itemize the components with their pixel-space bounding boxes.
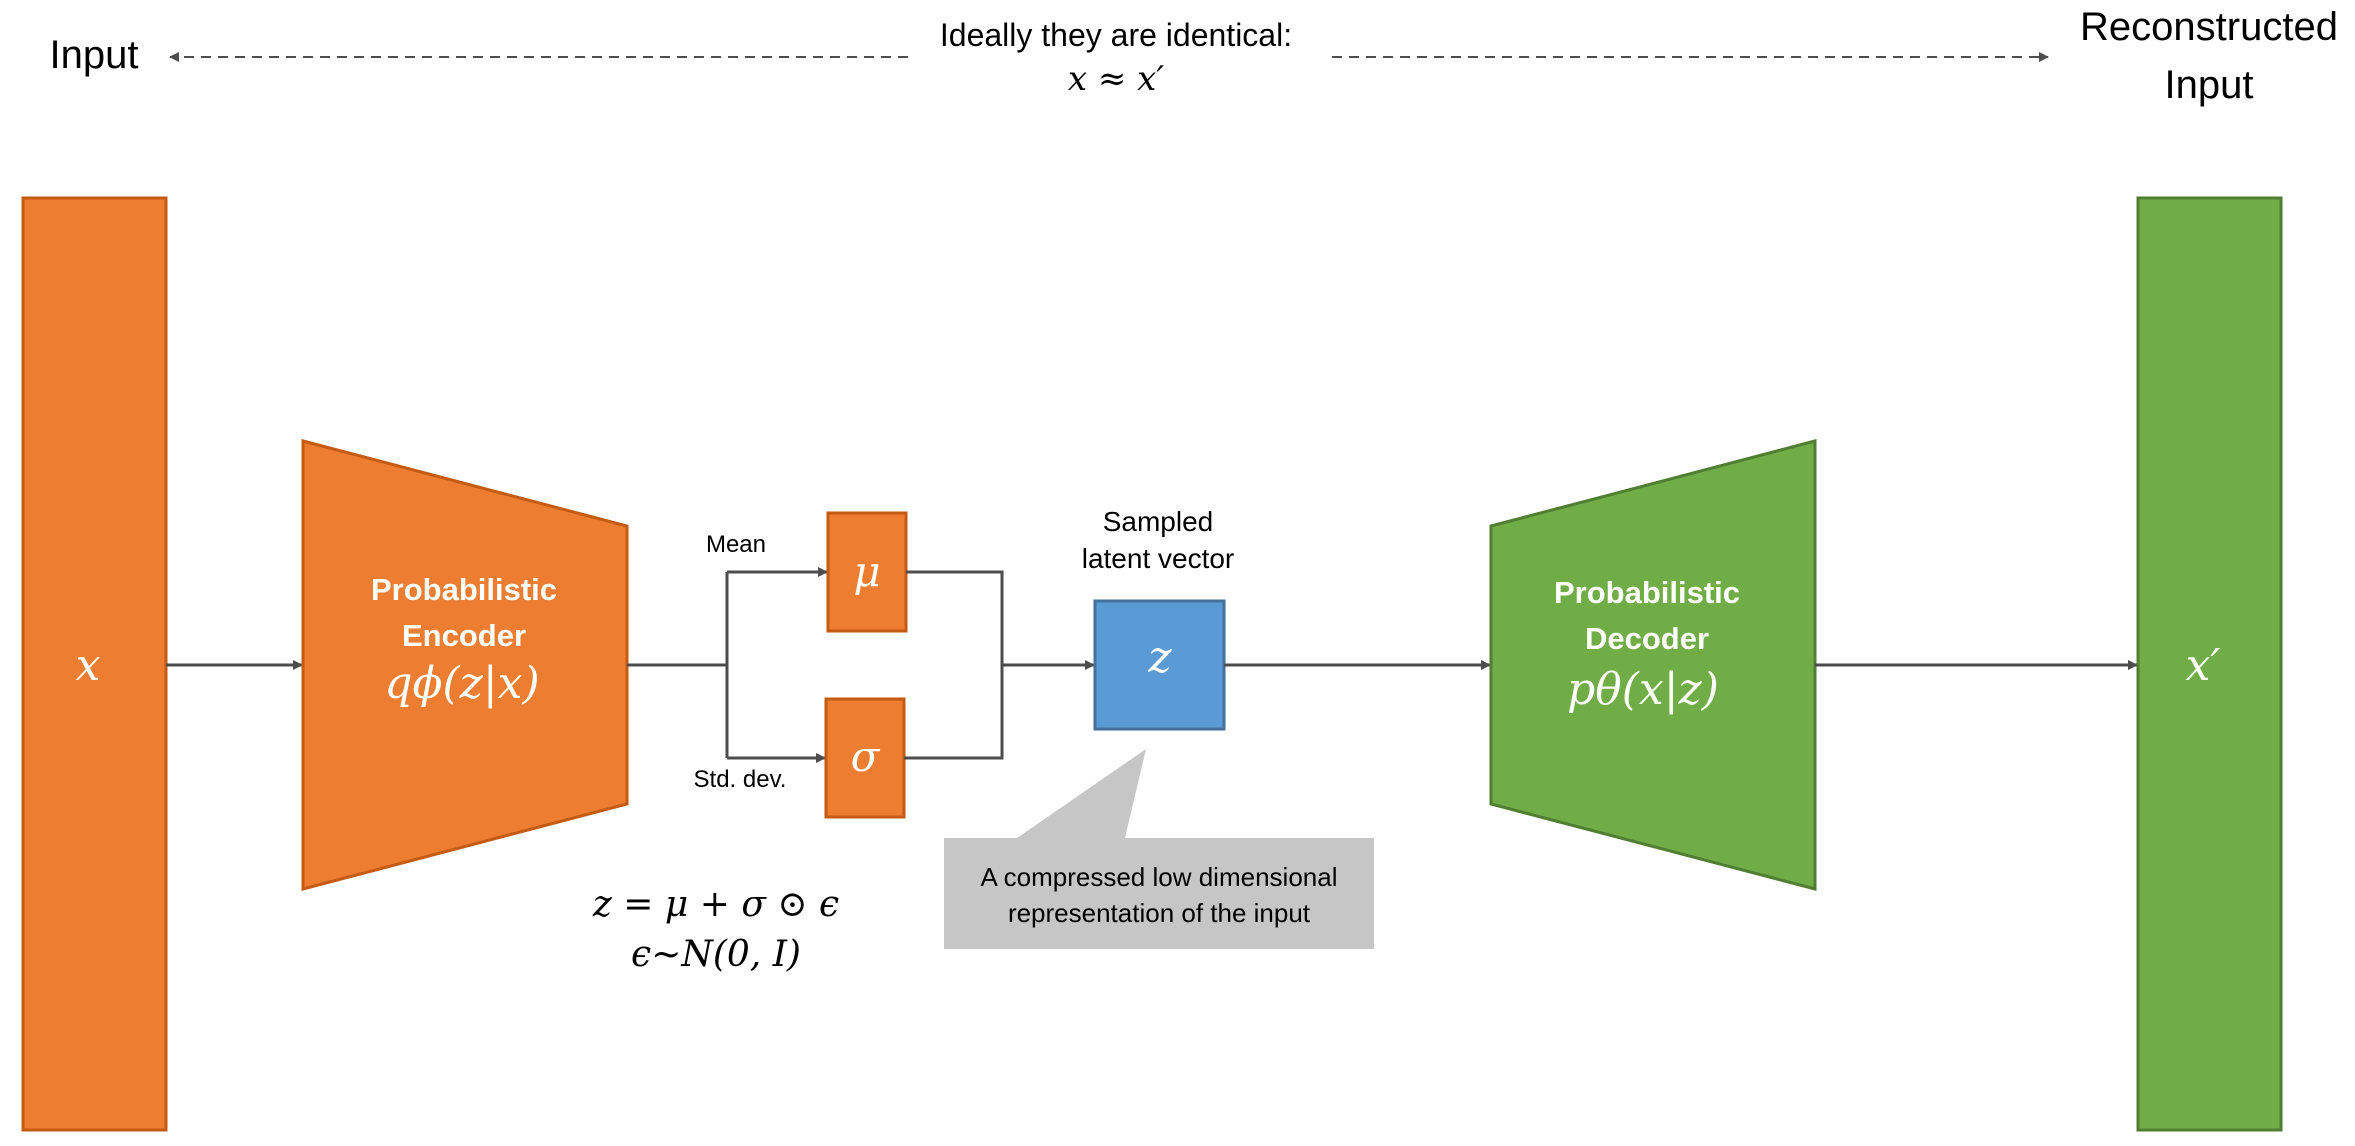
decoder-formula: pθ(x|z)	[1567, 664, 1719, 715]
encoder-title-line2: Encoder	[402, 618, 526, 653]
reconstructed-label-line2: Input	[2165, 63, 2254, 107]
mu-symbol: μ	[853, 547, 880, 596]
encoder-shape	[301, 439, 629, 891]
sigma-merge-line	[904, 665, 1004, 760]
output-block	[2136, 196, 2283, 1132]
identical-formula: x ≈ x′	[1068, 59, 1164, 99]
latent-symbol: z	[1147, 632, 1172, 683]
mu-box	[826, 511, 908, 633]
latent-caption-line2: latent vector	[1082, 543, 1235, 574]
mean-label: Mean	[706, 531, 766, 558]
callout-box	[944, 838, 1374, 949]
mu-merge-line	[906, 570, 1004, 665]
decoder-title-line2: Decoder	[1585, 621, 1709, 656]
decoder-title-line1: Probabilistic	[1554, 575, 1740, 610]
latent-box	[1093, 599, 1226, 731]
sigma-symbol: σ	[851, 732, 881, 781]
encoder-title-line1: Probabilistic	[371, 572, 557, 607]
output-symbol: x′	[2186, 640, 2221, 691]
callout-pointer	[1017, 749, 1146, 838]
identical-caption: Ideally they are identical:	[940, 17, 1292, 53]
reparam-formula-line1: z = μ + σ ⊙ ϵ	[592, 884, 839, 925]
latent-caption-line1: Sampled	[1103, 506, 1214, 537]
reparam-formula-line2: ϵ~N(0, I)	[631, 934, 801, 975]
reconstructed-label-line1: Reconstructed	[2080, 5, 2338, 49]
input-symbol: x	[76, 640, 101, 691]
callout-line2: representation of the input	[1008, 898, 1311, 928]
std-dev-label: Std. dev.	[694, 766, 787, 793]
encoder-formula: qϕ(z|x)	[384, 658, 539, 709]
callout-line1: A compressed low dimensional	[981, 862, 1338, 892]
decoder-shape	[1489, 439, 1817, 891]
input-label: Input	[50, 33, 139, 77]
